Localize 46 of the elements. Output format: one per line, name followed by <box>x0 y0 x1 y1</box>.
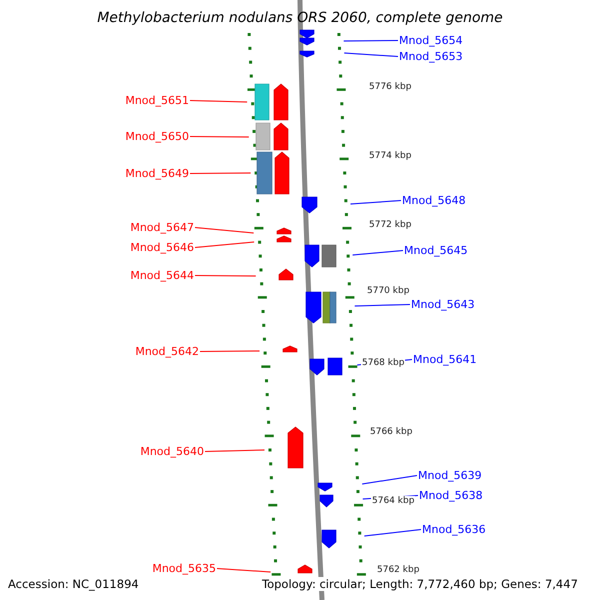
scale-label: 5768 kbp <box>361 358 406 368</box>
footer-text: Accession: NC_011894 <box>8 577 139 591</box>
gene-label: Mnod_5644 <box>129 269 195 282</box>
title: Methylobacterium nodulans ORS 2060, complete genome <box>96 10 504 26</box>
gene-label: Mnod_5651 <box>124 94 190 107</box>
leader-line <box>194 242 255 248</box>
footer-text: Topology: circular; Length: 7,772,460 bp; Genes: 7,447 <box>262 577 578 591</box>
leader-line <box>194 227 254 234</box>
gene-label: Mnod_5641 <box>412 353 478 366</box>
scale-track <box>247 33 281 576</box>
gene-label: Mnod_5639 <box>417 469 483 482</box>
gene-label: Mnod_5642 <box>134 345 200 358</box>
leader-line <box>194 275 256 276</box>
leader-line <box>354 304 410 306</box>
gene-label: Mnod_5646 <box>129 241 195 254</box>
scale-label: 5770 kbp <box>366 286 410 296</box>
gene-label: Mnod_5638 <box>418 489 484 502</box>
gene-label: Mnod_5653 <box>398 50 464 63</box>
leader-line <box>204 450 265 452</box>
gene-label: Mnod_5645 <box>403 244 469 257</box>
scale-label: 5762 kbp <box>376 565 420 575</box>
scale-label: 5766 kbp <box>369 427 414 437</box>
leader-line <box>200 350 260 352</box>
leader-line <box>362 475 418 484</box>
gene-label: Mnod_5648 <box>401 194 467 207</box>
scale-label: 5764 kbp <box>371 496 416 506</box>
gene-label: Mnod_5647 <box>129 221 195 234</box>
scale-label: 5772 kbp <box>368 220 412 230</box>
leader-line <box>216 568 272 572</box>
gene-label: Mnod_5654 <box>398 34 464 47</box>
leader-line <box>190 136 250 138</box>
leader-line <box>352 250 404 256</box>
scale-label: 5776 kbp <box>368 82 412 92</box>
leader-line <box>190 172 252 174</box>
leader-line <box>364 529 422 536</box>
leader-line <box>190 100 248 102</box>
scale-label: 5774 kbp <box>368 151 412 161</box>
gene-label: Mnod_5635 <box>151 562 217 575</box>
gene-label: Mnod_5649 <box>124 167 190 180</box>
leader-line <box>343 40 398 42</box>
leader-line <box>344 52 398 57</box>
gene-label: Mnod_5650 <box>124 130 190 143</box>
gene-label: Mnod_5640 <box>139 445 205 458</box>
leader-line <box>350 200 402 204</box>
gene-label: Mnod_5636 <box>421 523 487 536</box>
gene-label: Mnod_5643 <box>410 298 476 311</box>
